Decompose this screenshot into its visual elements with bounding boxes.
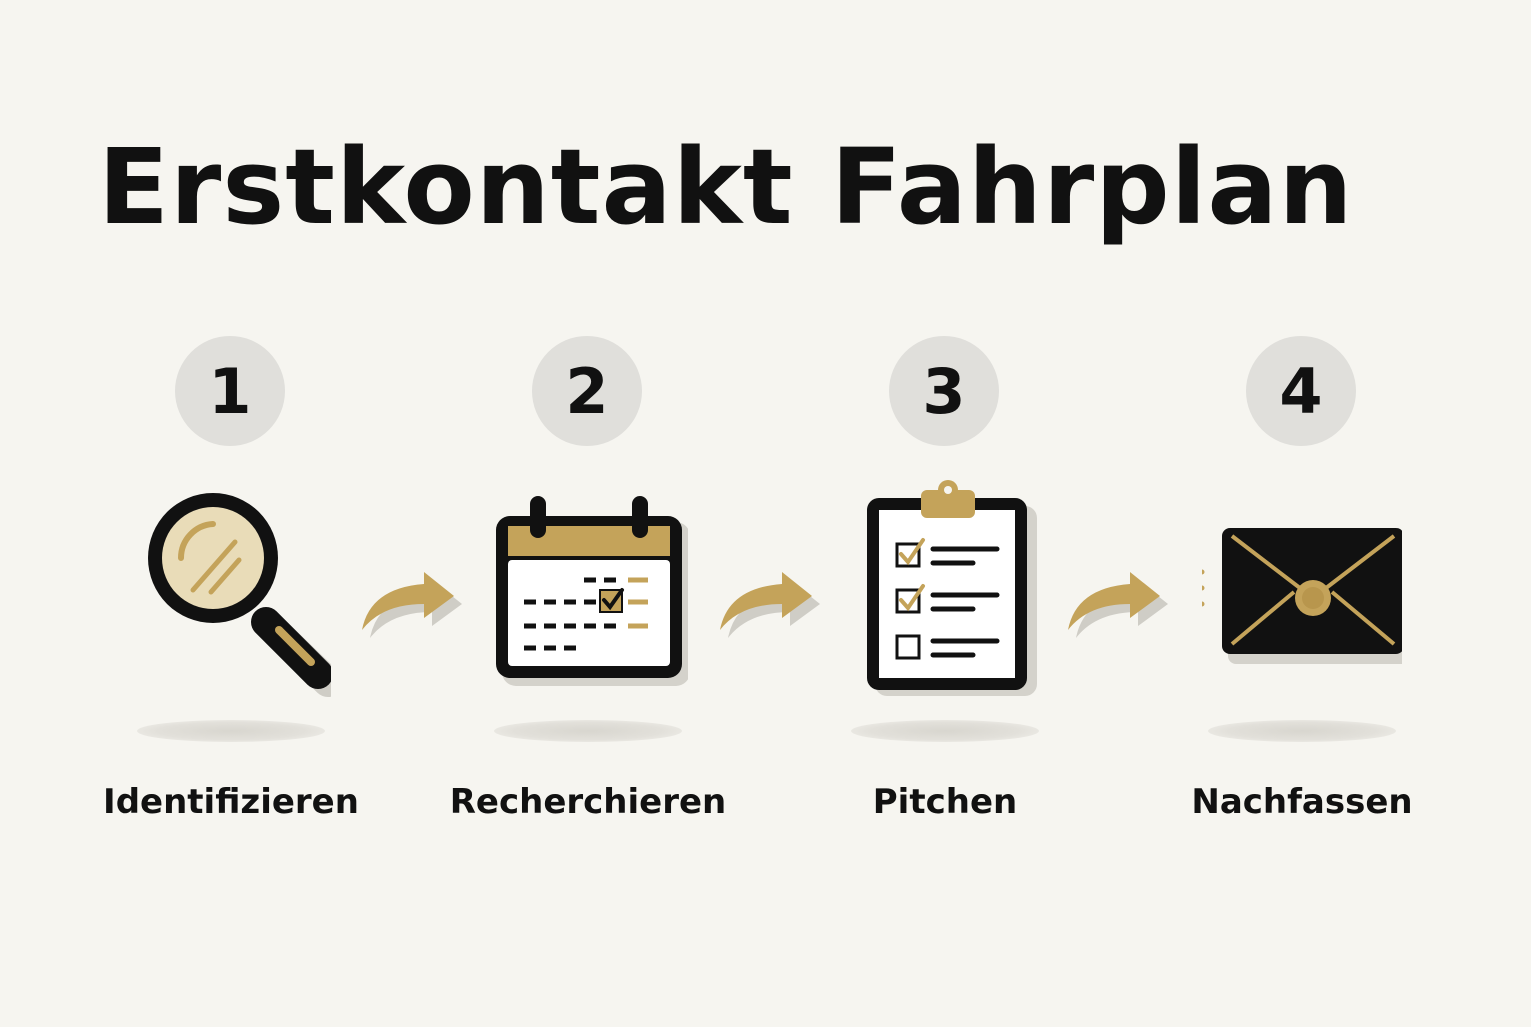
step-pitchen: 3 xyxy=(765,0,1125,1027)
step-number-badge: 1 xyxy=(175,336,285,446)
curved-arrow-icon xyxy=(1060,552,1180,642)
step-nachfassen: 4 Nachfassen xyxy=(1122,0,1482,1027)
step-number-badge: 3 xyxy=(889,336,999,446)
page-title: Erstkontakt Fahrplan xyxy=(98,126,1354,248)
icon-shadow xyxy=(137,720,325,742)
step-label: Identifizieren xyxy=(103,782,359,822)
step-label: Nachfassen xyxy=(1191,782,1413,822)
step-label: Recherchieren xyxy=(449,782,727,822)
sealed-envelope-icon xyxy=(1202,480,1402,700)
magnifying-glass-icon xyxy=(131,480,331,700)
icon-shadow xyxy=(494,720,682,742)
curved-arrow-icon xyxy=(354,552,474,642)
icon-shadow xyxy=(1208,720,1396,742)
step-number-badge: 4 xyxy=(1246,336,1356,446)
step-recherchieren: 2 xyxy=(408,0,768,1027)
calendar-icon xyxy=(488,480,688,700)
step-number-badge: 2 xyxy=(532,336,642,446)
clipboard-checklist-icon xyxy=(845,480,1045,700)
curved-arrow-icon xyxy=(712,552,832,642)
step-label: Pitchen xyxy=(872,782,1018,822)
step-identifizieren: 1 Identifizieren xyxy=(51,0,411,1027)
icon-shadow xyxy=(851,720,1039,742)
